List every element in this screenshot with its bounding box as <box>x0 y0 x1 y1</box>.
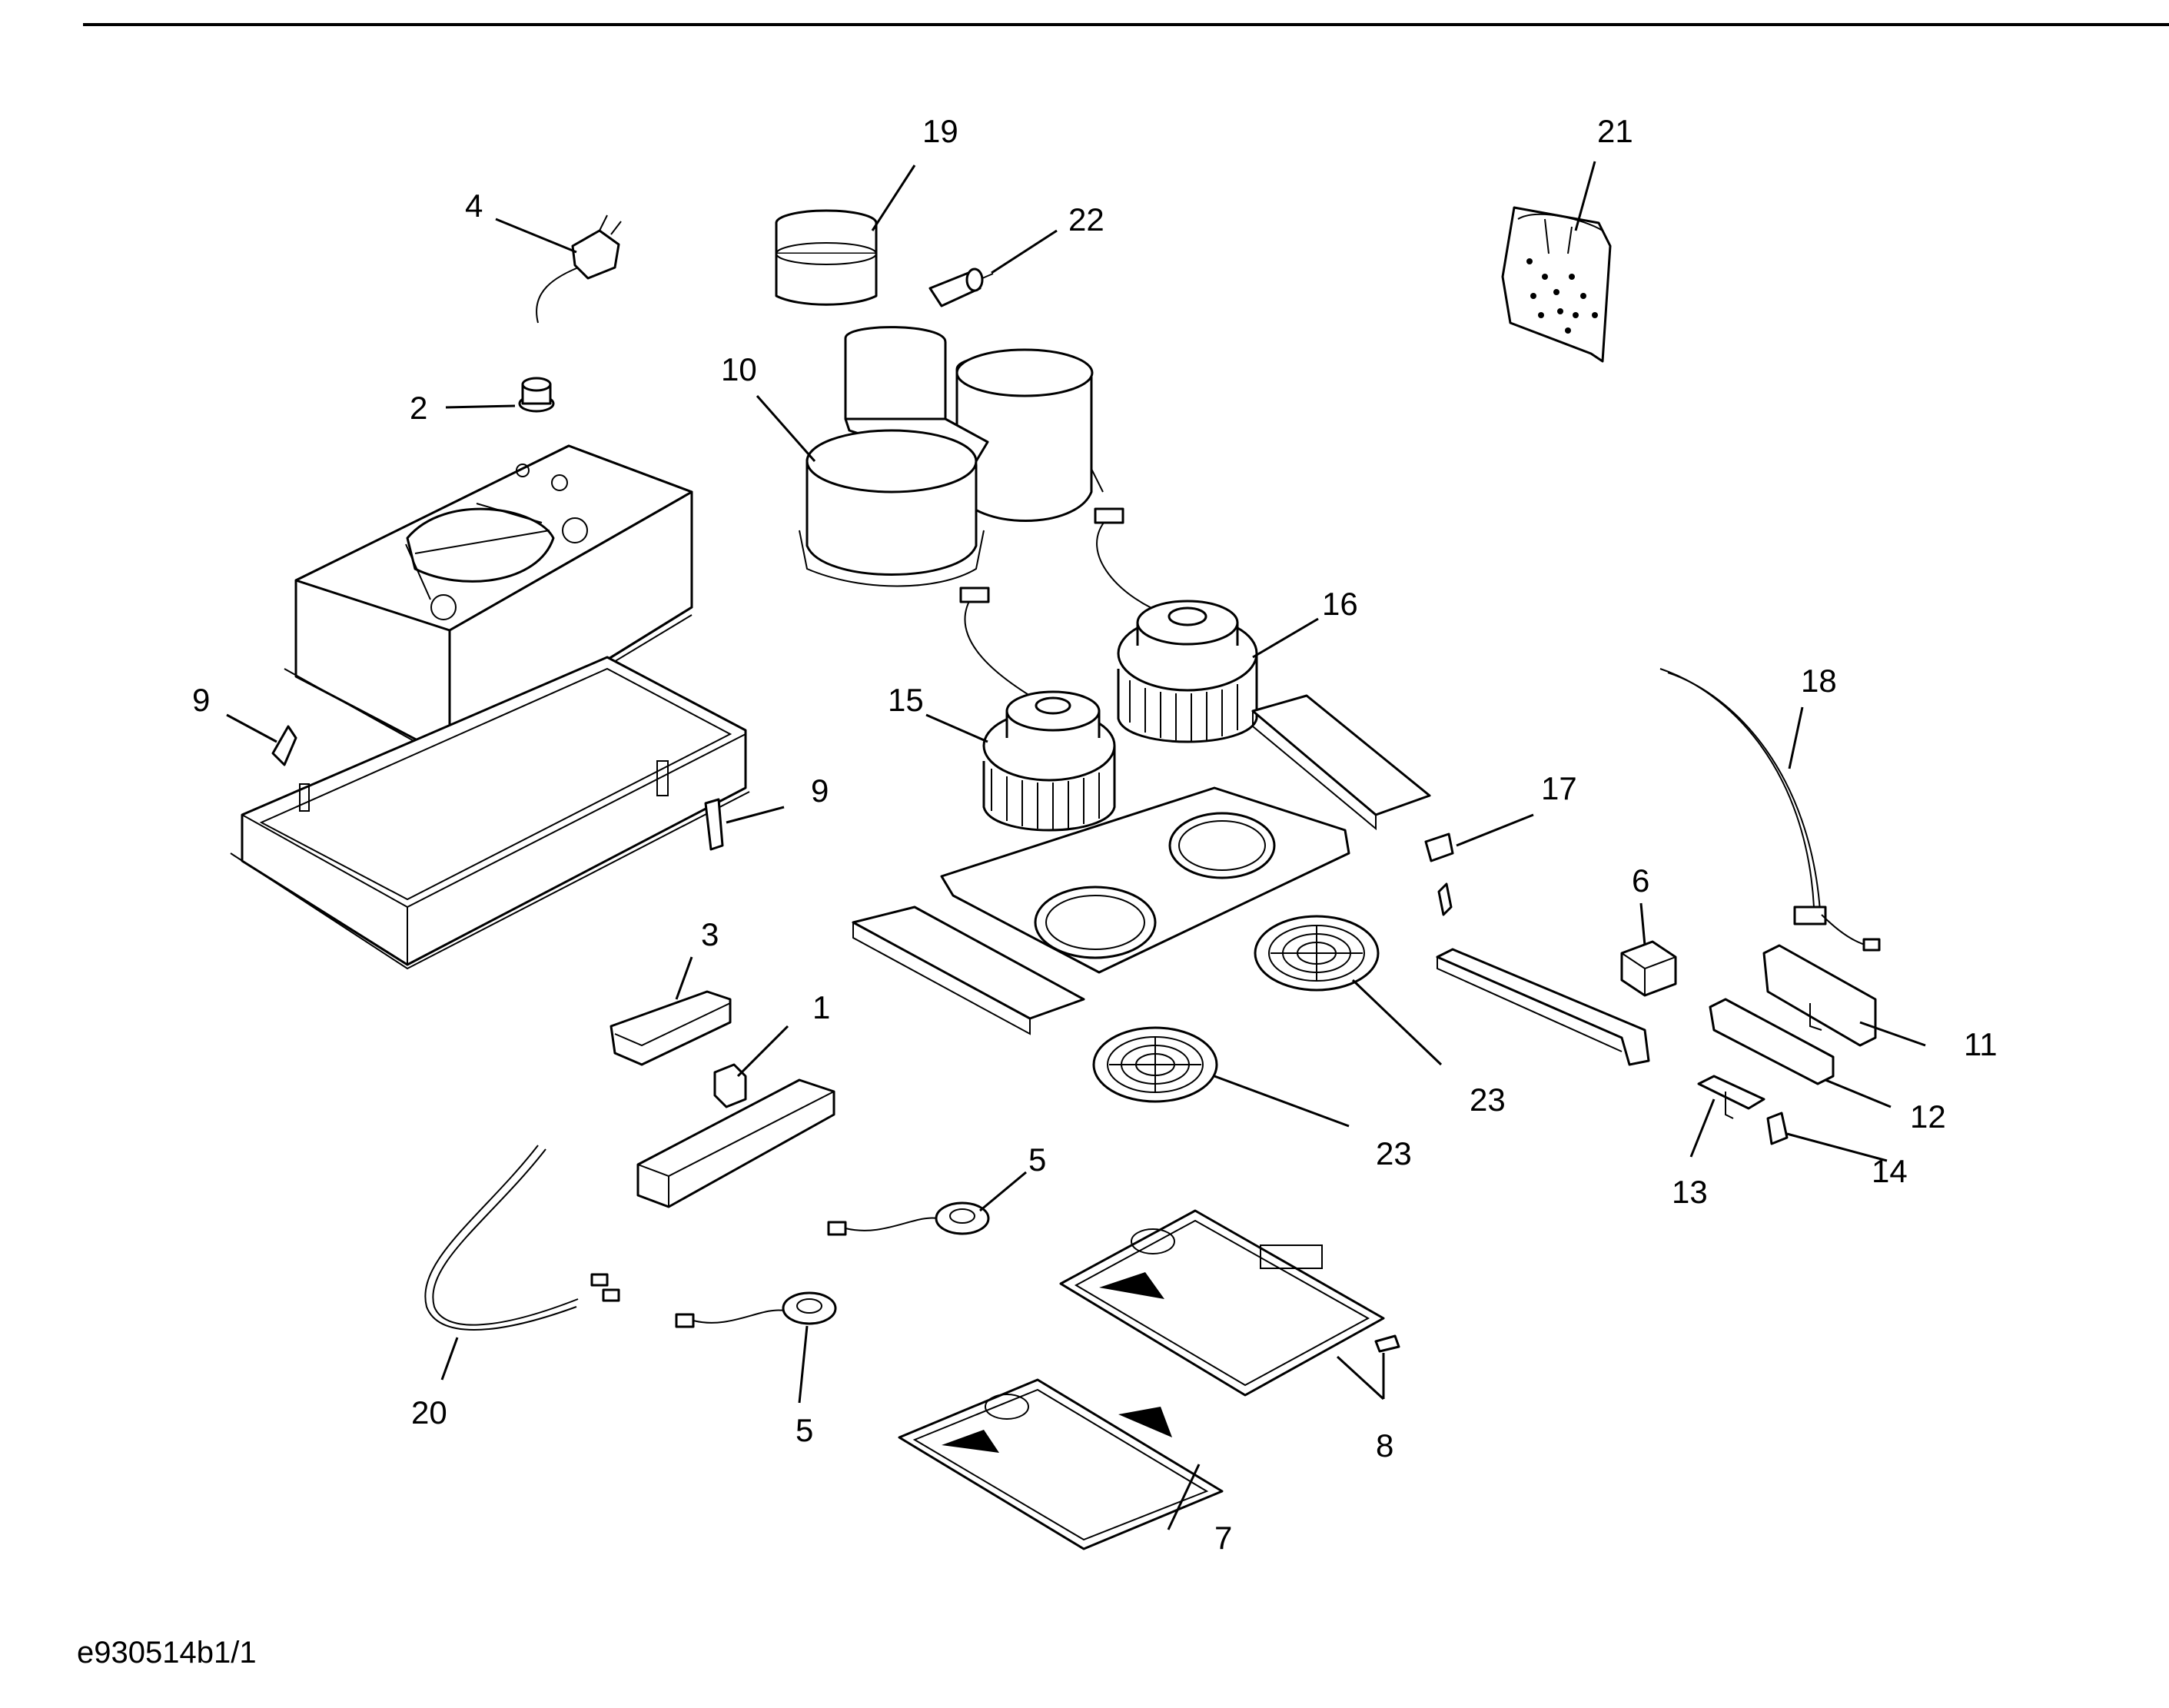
part-9-clip-right <box>704 798 724 851</box>
part-10-duct-housing <box>799 326 1104 587</box>
callout-2: 2 <box>410 390 427 426</box>
part-12-channel <box>1709 998 1835 1085</box>
callout-14: 14 <box>1872 1153 1908 1189</box>
channel-tray <box>636 1078 835 1208</box>
callout-12: 12 <box>1910 1098 1946 1135</box>
callout-4: 4 <box>465 188 483 224</box>
part-1-terminal <box>713 1063 747 1108</box>
callout-11: 11 <box>1964 1026 1998 1062</box>
callout-17: 17 <box>1541 770 1577 806</box>
part-4-power-plug <box>536 214 622 324</box>
part-15-blower <box>959 587 1116 832</box>
part-5-sensor-upper <box>827 1201 990 1236</box>
part-2-knob <box>518 377 555 413</box>
part-16-blower <box>1094 507 1258 743</box>
callout-19: 19 <box>922 113 958 149</box>
part-8-filter <box>1059 1209 1400 1397</box>
callout-9-left: 9 <box>192 682 210 718</box>
callout-3: 3 <box>701 916 719 952</box>
leader-lines <box>226 161 1926 1530</box>
part-5-sensor-lower <box>675 1291 837 1328</box>
rail-bracket <box>1436 948 1650 1066</box>
part-13-clip <box>1697 1075 1765 1119</box>
part-23-grille-lower <box>1092 1026 1218 1103</box>
part-3-cover <box>610 990 732 1066</box>
callout-8: 8 <box>1376 1427 1393 1464</box>
part-23-grille-upper <box>1254 915 1380 992</box>
hood-lower-frame <box>230 656 750 970</box>
callout-13: 13 <box>1672 1174 1708 1210</box>
rail-left <box>852 906 1085 1035</box>
hood-upper-box <box>284 444 693 763</box>
callout-7: 7 <box>1214 1520 1232 1556</box>
callout-9-right: 9 <box>811 773 829 809</box>
callout-10: 10 <box>721 351 757 387</box>
part-11-switch-housing <box>1762 944 1877 1047</box>
callout-23-lower: 23 <box>1376 1135 1412 1171</box>
callouts: 4 2 19 22 21 10 9 9 15 16 17 18 6 11 12 … <box>192 113 1998 1556</box>
callout-18: 18 <box>1801 663 1837 699</box>
callout-22: 22 <box>1068 201 1104 238</box>
callout-16: 16 <box>1322 586 1358 622</box>
part-18-harness <box>1659 668 1881 952</box>
part-21-screw-bag <box>1501 206 1612 363</box>
part-9-clip-left <box>271 725 297 766</box>
part-22-capacitor <box>928 267 994 307</box>
part-19-duct-ring <box>775 209 878 306</box>
callout-6: 6 <box>1632 862 1649 899</box>
callout-23-upper: 23 <box>1470 1082 1506 1118</box>
callout-21: 21 <box>1597 113 1633 149</box>
base-plate <box>940 786 1350 974</box>
callout-1: 1 <box>812 989 830 1025</box>
part-14-clip <box>1766 1112 1789 1145</box>
part-7-filter <box>898 1378 1224 1550</box>
part-6-relay <box>1620 940 1677 997</box>
callout-15: 15 <box>888 682 924 718</box>
part-17-bracket <box>1424 832 1454 916</box>
document-reference: e930514b1/1 <box>77 1636 257 1670</box>
callout-5-upper: 5 <box>1028 1141 1046 1178</box>
part-20-cable <box>424 1145 620 1331</box>
callout-20: 20 <box>411 1394 447 1431</box>
rail-right <box>1251 694 1431 831</box>
callout-5-lower: 5 <box>796 1412 813 1448</box>
